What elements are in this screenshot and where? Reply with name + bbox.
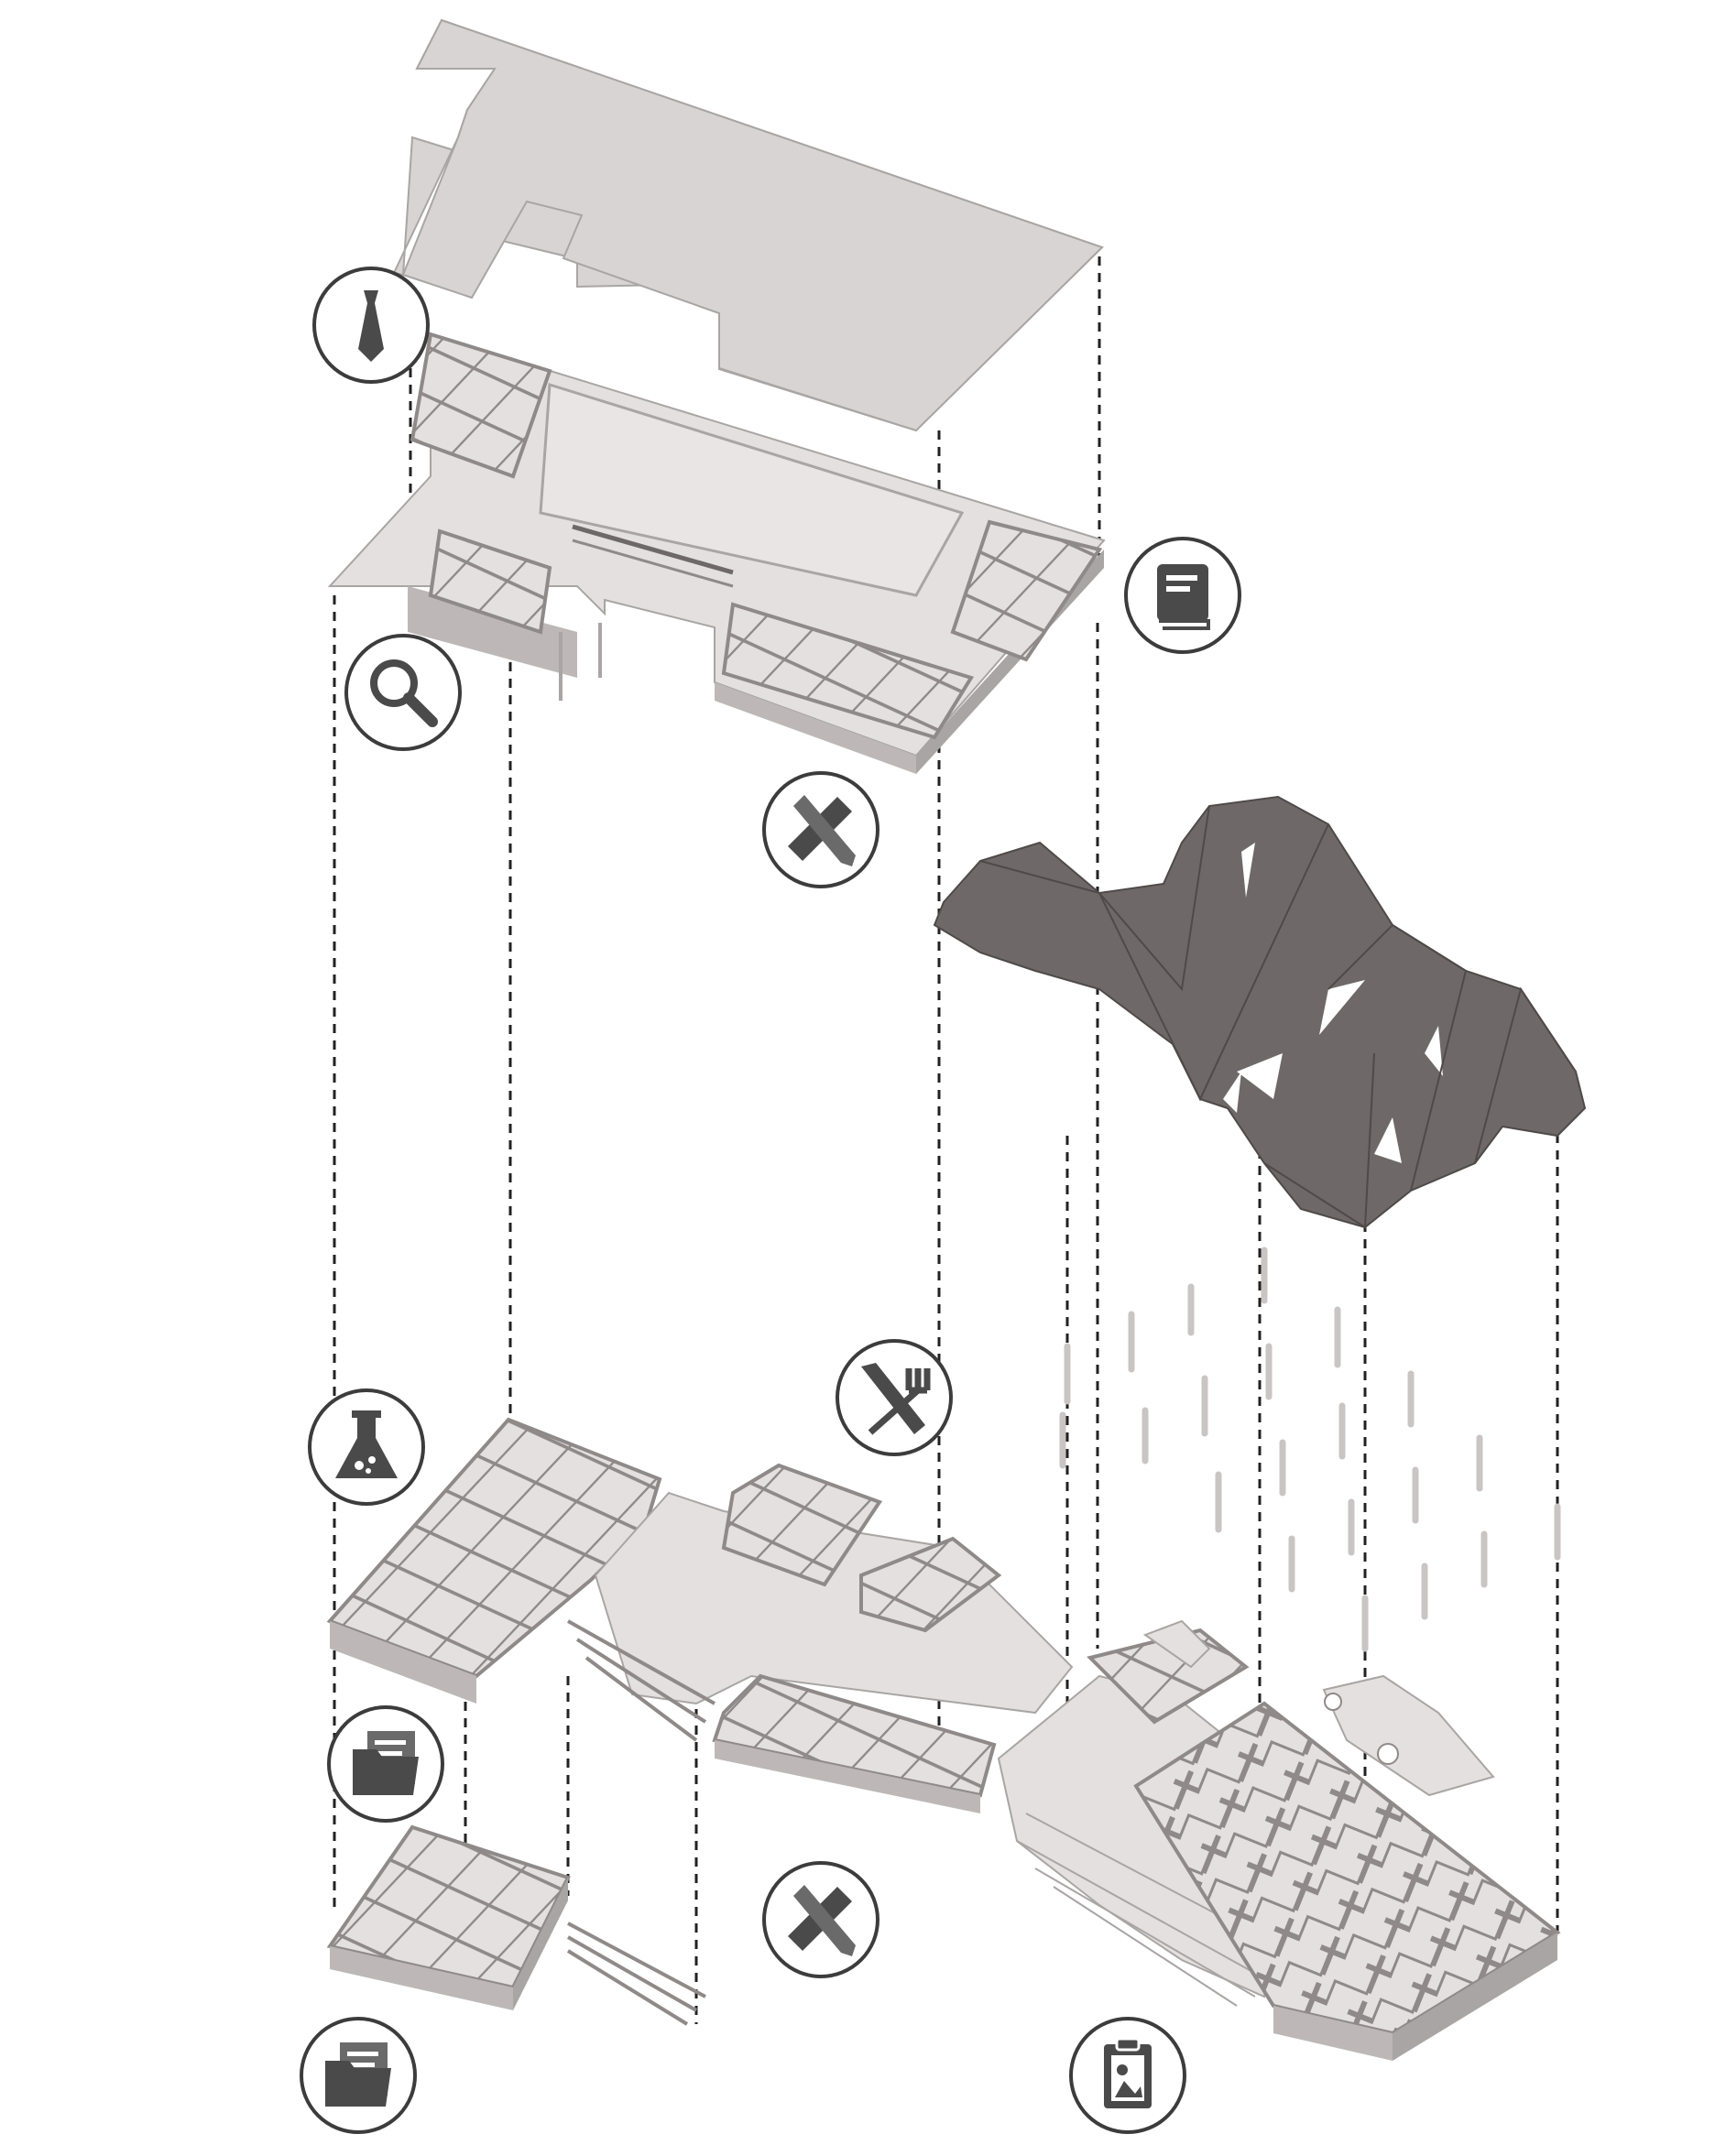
necktie-icon <box>311 265 432 386</box>
roof-slab <box>392 18 1104 432</box>
folder-icon <box>325 1704 446 1824</box>
book-icon <box>1122 535 1243 656</box>
magnifier-icon <box>343 632 464 753</box>
upper-floor <box>327 332 1106 774</box>
clipboard-icon <box>1067 2015 1188 2136</box>
lower-floor <box>326 1417 1561 2061</box>
ruler-pencil-icon <box>760 769 881 890</box>
flask-icon <box>306 1387 427 1508</box>
rain-strokes <box>1059 1247 1561 1652</box>
basement-block <box>326 1824 706 2026</box>
knife-fork-icon <box>834 1337 955 1458</box>
folder-icon <box>298 2015 419 2136</box>
projection-lines <box>333 256 1559 2024</box>
ruler-pencil-icon <box>760 1859 881 1980</box>
folded-canopy <box>933 795 1587 1229</box>
